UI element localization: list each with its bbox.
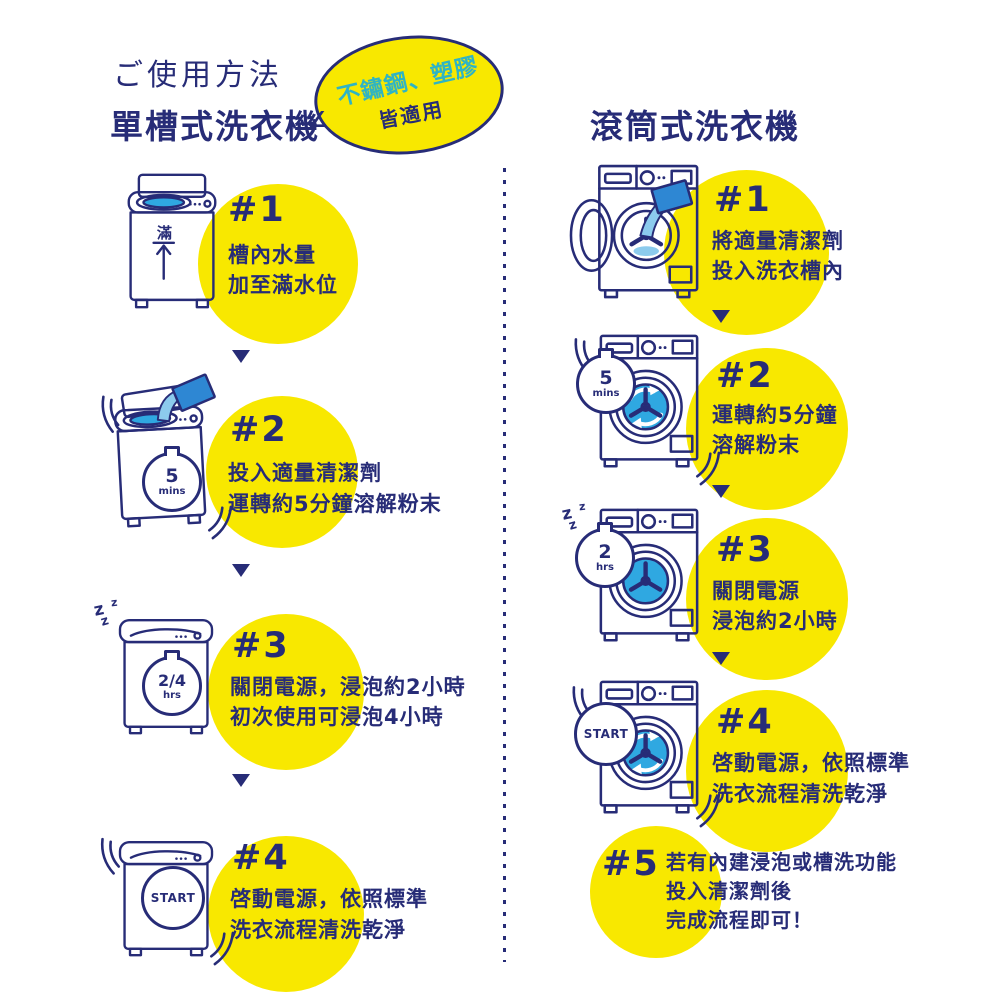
step-description: 若有內建浸泡或槽洗功能 投入清潔劑後 完成流程即可！ bbox=[666, 850, 897, 932]
right-column-title: 滾筒式洗衣機 bbox=[590, 107, 800, 146]
step-highlight-circle bbox=[208, 836, 364, 992]
left-column-title: 單槽式洗衣機 bbox=[110, 107, 320, 146]
step-number: #4 bbox=[232, 838, 290, 878]
page-title: ご使用方法 bbox=[113, 58, 283, 93]
step-number: #2 bbox=[230, 410, 288, 450]
column-divider-dotted-line bbox=[503, 168, 506, 962]
top-load-washer-open-icon bbox=[127, 173, 217, 309]
step-description: 將適量清潔劑 投入洗衣槽內 bbox=[712, 229, 844, 283]
vibration-arcs-icon bbox=[100, 837, 121, 875]
vibration-arcs-icon bbox=[101, 395, 120, 433]
timer-2-hrs-badge: 2 hrs bbox=[575, 528, 635, 588]
step-highlight-circle bbox=[686, 690, 848, 852]
front-load-washer-open-door-icon bbox=[569, 164, 699, 299]
step-number: #2 bbox=[716, 356, 774, 396]
timer-5-mins-badge: 5 mins bbox=[576, 354, 636, 414]
top-load-washer-running-icon bbox=[118, 841, 214, 957]
step-description: 啓動電源，依照標準 洗衣流程清洗乾淨 bbox=[230, 887, 428, 942]
step-description: 關閉電源，浸泡約2小時 初次使用可浸泡4小時 bbox=[230, 675, 466, 729]
down-arrow-icon bbox=[712, 485, 730, 498]
step-highlight-circle bbox=[198, 184, 358, 344]
step-number: #4 bbox=[716, 702, 774, 742]
step-description: 關閉電源 浸泡約2小時 bbox=[712, 579, 838, 633]
step-number: #1 bbox=[714, 180, 772, 220]
step-highlight-circle bbox=[206, 396, 358, 548]
start-button-badge: START bbox=[574, 702, 638, 766]
step-highlight-circle bbox=[686, 348, 848, 510]
down-arrow-icon bbox=[232, 350, 250, 363]
step-highlight-circle bbox=[590, 826, 722, 958]
down-arrow-icon bbox=[232, 564, 250, 577]
step-description: 槽內水量 加至滿水位 bbox=[228, 243, 338, 297]
badge-tail-mark: ∠ bbox=[308, 108, 328, 133]
down-arrow-icon bbox=[232, 774, 250, 787]
vibration-arcs-icon bbox=[208, 505, 233, 540]
top-load-washer-closed-icon bbox=[118, 619, 214, 735]
start-button-badge: START bbox=[141, 866, 205, 930]
vibration-arcs-icon bbox=[696, 451, 721, 486]
timer-2-4-hrs-badge: 2/4 hrs bbox=[142, 656, 202, 716]
step-description: 運轉約5分鐘 溶解粉末 bbox=[712, 403, 838, 457]
step-number: #5 bbox=[602, 844, 660, 884]
step-number: #1 bbox=[228, 190, 286, 230]
timer-5-mins-badge: 5 mins bbox=[142, 452, 202, 512]
vibration-arcs-icon bbox=[696, 793, 721, 828]
step-highlight-circle bbox=[208, 614, 364, 770]
down-arrow-icon bbox=[712, 652, 730, 665]
step-description: 投入適量清潔劑 運轉約5分鐘溶解粉末 bbox=[228, 461, 442, 516]
step-number: #3 bbox=[716, 530, 774, 570]
step-number: #3 bbox=[232, 626, 290, 666]
water-level-full-label: 滿 bbox=[157, 224, 173, 242]
vibration-arcs-icon bbox=[210, 931, 235, 966]
top-load-washer-pouring-icon bbox=[114, 373, 216, 528]
material-suitability-badge: 不鏽鋼、塑膠 皆適用 bbox=[308, 26, 510, 164]
down-arrow-icon bbox=[712, 310, 730, 323]
step-description: 啓動電源，依照標準 洗衣流程清洗乾淨 bbox=[712, 751, 910, 806]
